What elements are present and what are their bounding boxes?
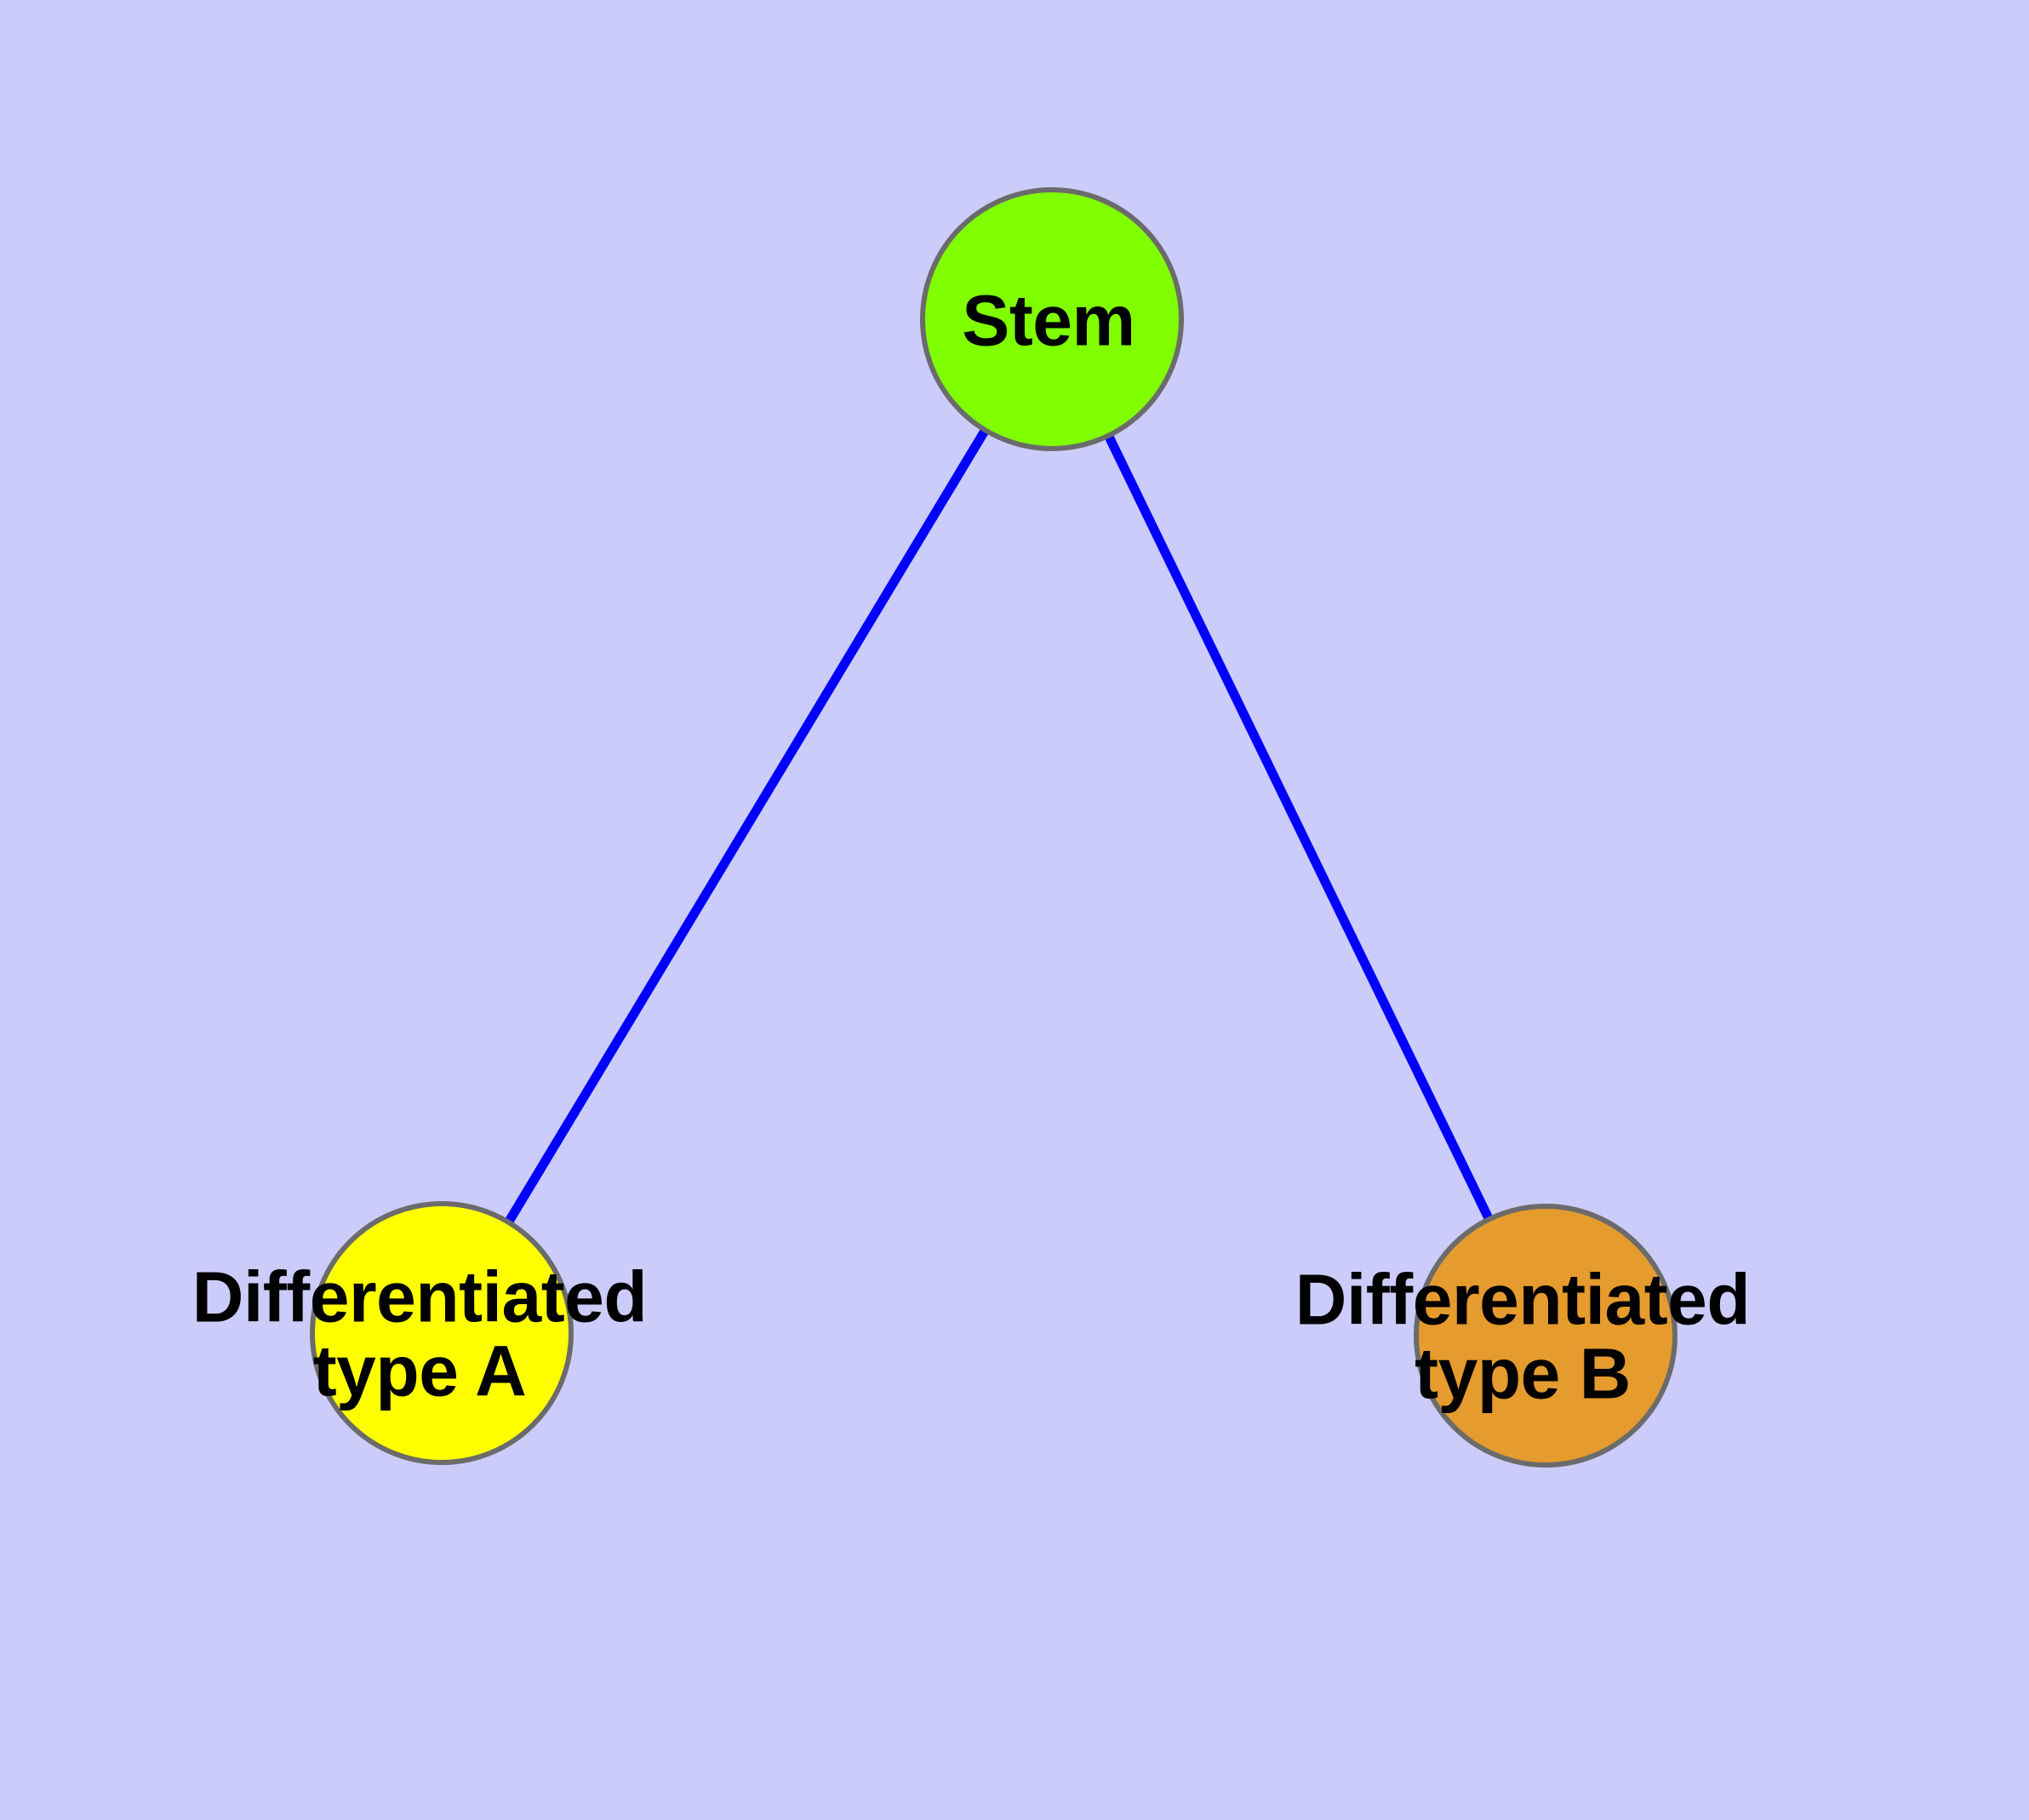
node-group bbox=[310, 187, 1677, 1468]
graph-node-diff-b[interactable] bbox=[1414, 1204, 1677, 1468]
graph-node-diff-a[interactable] bbox=[310, 1201, 574, 1465]
edge-group bbox=[437, 317, 1550, 1338]
graph-edge-stem-to-diff-a bbox=[437, 317, 1056, 1336]
graph-edge-stem-to-diff-b bbox=[1048, 317, 1550, 1338]
graph-node-stem[interactable] bbox=[920, 187, 1184, 451]
